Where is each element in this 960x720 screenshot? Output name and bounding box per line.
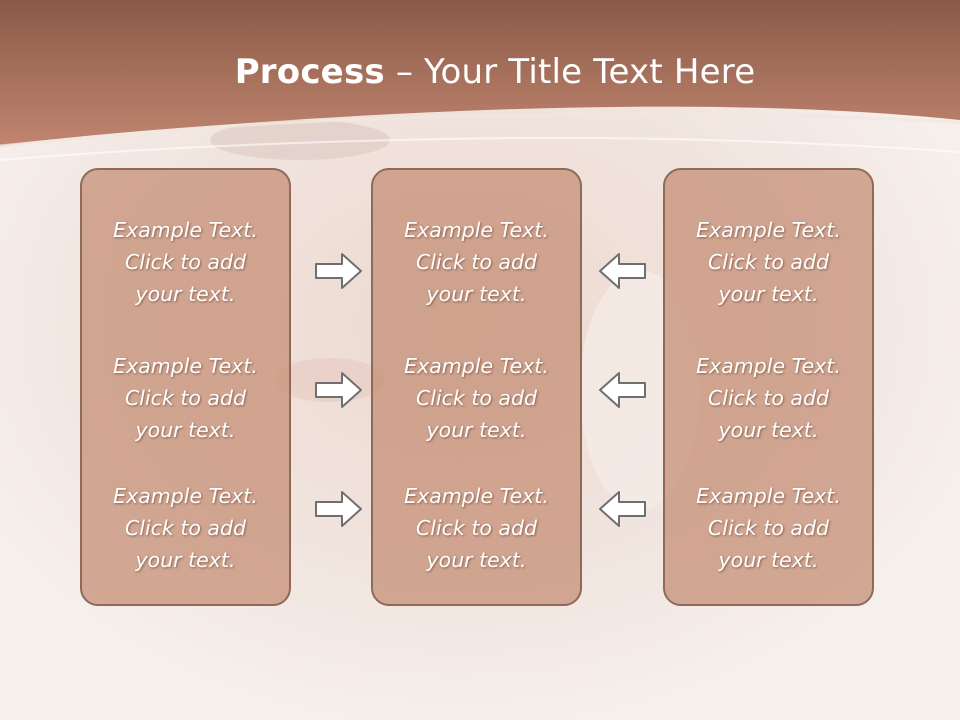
- process-box-center[interactable]: Example Text. Click to add your text. Ex…: [371, 168, 582, 606]
- text-placeholder[interactable]: Example Text. Click to add your text.: [696, 218, 841, 306]
- text-placeholder[interactable]: Example Text. Click to add your text.: [404, 354, 549, 442]
- left-arrow-icon: [599, 372, 646, 408]
- text-placeholder[interactable]: Example Text. Click to add your text.: [404, 484, 549, 572]
- slide-title[interactable]: Process – Your Title Text Here: [0, 52, 960, 92]
- left-arrow-icon: [599, 491, 646, 527]
- right-arrow-icon: [315, 253, 362, 289]
- text-placeholder[interactable]: Example Text. Click to add your text.: [696, 484, 841, 572]
- left-arrow-icon: [599, 253, 646, 289]
- text-placeholder[interactable]: Example Text. Click to add your text.: [404, 218, 549, 306]
- slide-title-bold: Process: [234, 52, 385, 92]
- text-placeholder[interactable]: Example Text. Click to add your text.: [113, 484, 258, 572]
- text-placeholder[interactable]: Example Text. Click to add your text.: [113, 354, 258, 442]
- text-placeholder[interactable]: Example Text. Click to add your text.: [696, 354, 841, 442]
- process-box-left[interactable]: Example Text. Click to add your text. Ex…: [80, 168, 291, 606]
- text-placeholder[interactable]: Example Text. Click to add your text.: [113, 218, 258, 306]
- right-arrow-icon: [315, 372, 362, 408]
- slide-title-rest: – Your Title Text Here: [384, 52, 756, 92]
- process-box-right[interactable]: Example Text. Click to add your text. Ex…: [663, 168, 874, 606]
- right-arrow-icon: [315, 491, 362, 527]
